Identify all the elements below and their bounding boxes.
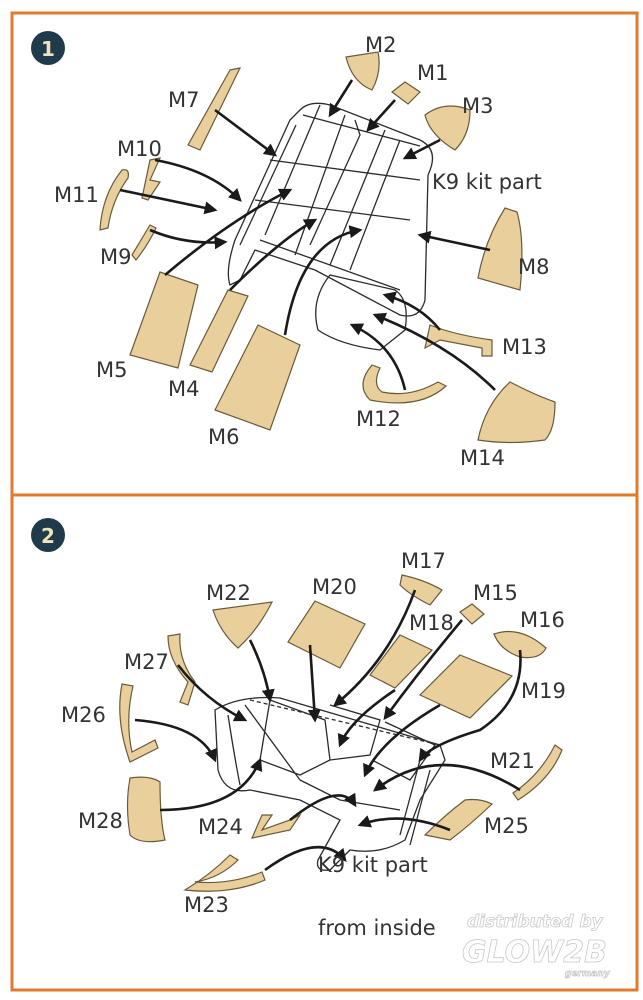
label-k9-kit-part-inside-line1: K9 kit part	[318, 853, 428, 877]
label-m28: M28	[78, 809, 123, 833]
label-m2: M2	[365, 33, 396, 57]
part-m16	[493, 630, 547, 659]
part-m22	[212, 601, 274, 649]
part-m9	[131, 224, 157, 261]
label-m12: M12	[356, 407, 401, 431]
label-k9-kit-part: K9 kit part	[432, 170, 542, 194]
label-m26: M26	[61, 703, 106, 727]
label-m27: M27	[124, 650, 169, 674]
part-m26	[119, 683, 159, 763]
label-m17: M17	[401, 549, 446, 573]
label-m19: M19	[521, 679, 566, 703]
part-m19	[418, 654, 514, 719]
label-m3: M3	[462, 94, 493, 118]
part-m3	[424, 105, 471, 151]
part-m2	[345, 51, 380, 91]
label-m6: M6	[208, 425, 239, 449]
label-m15: M15	[473, 581, 518, 605]
label-m21: M21	[490, 749, 535, 773]
step1-arrows	[119, 79, 496, 391]
part-m11	[99, 169, 129, 231]
label-m14: M14	[460, 446, 505, 470]
part-m15	[459, 603, 485, 625]
part-m1	[391, 81, 421, 105]
watermark-logo: GLOW2B	[462, 935, 607, 970]
part-m21	[512, 744, 563, 801]
part-m12	[362, 364, 448, 404]
part-m28	[126, 776, 166, 843]
label-m10: M10	[117, 137, 162, 161]
part-m14	[477, 381, 556, 444]
label-m25: M25	[484, 814, 529, 838]
part-m5	[129, 271, 199, 369]
part-m10	[141, 157, 162, 201]
label-m8: M8	[518, 255, 549, 279]
step1-badge-number: 1	[41, 37, 55, 61]
label-m18: M18	[409, 611, 454, 635]
part-m18	[369, 634, 434, 689]
watermark-line1: distributed by	[467, 912, 604, 932]
part-m13	[424, 324, 493, 357]
part-m7	[187, 67, 242, 151]
watermark-line3: germany	[565, 969, 611, 979]
step2-badge: 2	[31, 518, 65, 552]
label-m11: M11	[54, 183, 99, 207]
part-m6	[214, 324, 301, 431]
label-m1: M1	[417, 61, 448, 85]
label-m13: M13	[502, 335, 547, 359]
part-m23	[183, 854, 266, 892]
label-k9-kit-part-inside-line2: from inside	[318, 916, 436, 940]
label-m22: M22	[206, 581, 251, 605]
part-m8	[477, 207, 523, 291]
part-m4	[189, 289, 249, 373]
step1-badge: 1	[31, 31, 65, 65]
label-m24: M24	[198, 815, 243, 839]
label-m7: M7	[168, 88, 199, 112]
label-m4: M4	[168, 377, 199, 401]
label-m9: M9	[100, 245, 131, 269]
step2-arrows	[134, 589, 522, 872]
label-m16: M16	[520, 608, 565, 632]
distributor-watermark: distributed by GLOW2B germany	[462, 912, 612, 980]
label-m23: M23	[184, 893, 229, 917]
canopy-k9-outside	[227, 102, 434, 351]
step2-badge-number: 2	[41, 524, 55, 548]
part-m25	[423, 798, 494, 841]
part-m17	[399, 574, 443, 606]
step2-frame	[10, 493, 639, 992]
label-m5: M5	[96, 358, 127, 382]
label-m20: M20	[312, 575, 357, 599]
part-m20	[287, 600, 366, 669]
